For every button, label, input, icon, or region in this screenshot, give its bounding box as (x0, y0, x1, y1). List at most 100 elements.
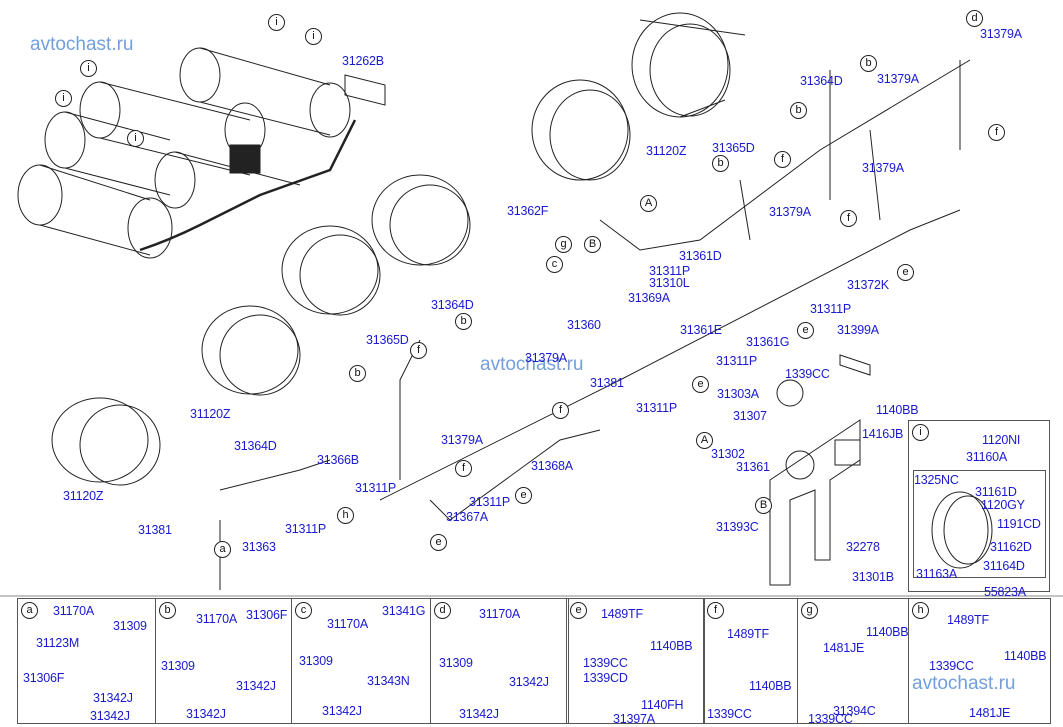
part-label[interactable]: 1481JE (823, 641, 865, 655)
ref-f[interactable]: f (774, 151, 791, 168)
part-label[interactable]: 1120GY (981, 498, 1025, 512)
part-label[interactable]: 31311P (469, 495, 510, 509)
ref-A[interactable]: A (696, 432, 713, 449)
part-label[interactable]: 31161D (975, 485, 1017, 499)
part-label[interactable]: 31394C (833, 704, 876, 718)
part-label[interactable]: 1339CC (707, 707, 752, 721)
ref-h[interactable]: h (337, 507, 354, 524)
part-label[interactable]: 1140BB (650, 639, 693, 653)
part-label[interactable]: 31366B (317, 453, 359, 467)
part-label[interactable]: 31306F (23, 671, 65, 685)
part-label[interactable]: 31170A (196, 612, 237, 626)
part-label[interactable]: 31306F (246, 608, 288, 622)
part-label[interactable]: 31310L (649, 276, 690, 290)
part-label[interactable]: 31379A (441, 433, 483, 447)
part-label[interactable]: 31381 (138, 523, 172, 537)
ref-a[interactable]: a (214, 541, 231, 558)
part-label[interactable]: 1140BB (1004, 649, 1047, 663)
part-label[interactable]: 1140FH (641, 698, 684, 712)
part-label[interactable]: 31301B (852, 570, 894, 584)
ref-e[interactable]: e (797, 322, 814, 339)
part-label[interactable]: 31309 (161, 659, 195, 673)
part-label[interactable]: 32278 (846, 540, 880, 554)
part-label[interactable]: 31311P (355, 481, 396, 495)
part-label[interactable]: 31365D (366, 333, 409, 347)
part-label[interactable]: 31170A (327, 617, 368, 631)
ref-h[interactable]: h (912, 602, 929, 619)
part-label[interactable]: 31343N (367, 674, 410, 688)
part-label[interactable]: 31120Z (63, 489, 104, 503)
ref-i[interactable]: i (268, 14, 285, 31)
part-label[interactable]: 31360 (567, 318, 601, 332)
part-label[interactable]: 31342J (186, 707, 226, 721)
ref-b[interactable]: b (712, 155, 729, 172)
ref-b[interactable]: b (860, 55, 877, 72)
part-label[interactable]: 31379A (877, 72, 919, 86)
part-label[interactable]: 31262B (342, 54, 384, 68)
ref-e[interactable]: e (430, 534, 447, 551)
part-label[interactable]: 1140BB (749, 679, 792, 693)
part-label[interactable]: 31311P (810, 302, 851, 316)
ref-i[interactable]: i (127, 130, 144, 147)
part-label[interactable]: 31163A (916, 567, 957, 581)
part-label[interactable]: 1325NC (914, 473, 959, 487)
part-label[interactable]: 31342J (509, 675, 549, 689)
ref-A[interactable]: A (640, 195, 657, 212)
part-label[interactable]: 1339CC (808, 712, 853, 726)
part-label[interactable]: 31164D (983, 559, 1025, 573)
part-label[interactable]: 31381 (590, 376, 624, 390)
part-label[interactable]: 31342J (322, 704, 362, 718)
part-label[interactable]: 31341G (382, 604, 426, 618)
part-label[interactable]: 31309 (439, 656, 473, 670)
part-label[interactable]: 1339CD (583, 671, 628, 685)
part-label[interactable]: 1489TF (727, 627, 769, 641)
part-label[interactable]: 1489TF (601, 607, 643, 621)
ref-f[interactable]: f (707, 602, 724, 619)
part-label[interactable]: 31372K (847, 278, 889, 292)
part-label[interactable]: 31170A (479, 607, 520, 621)
part-label[interactable]: 31170A (53, 604, 94, 618)
part-label[interactable]: 31120Z (646, 144, 687, 158)
part-label[interactable]: 31362F (507, 204, 549, 218)
part-label[interactable]: 1489TF (947, 613, 989, 627)
ref-B[interactable]: B (755, 497, 772, 514)
part-label[interactable]: 31368A (531, 459, 573, 473)
part-label[interactable]: 31364D (800, 74, 843, 88)
part-label[interactable]: 55823A (984, 585, 1026, 599)
part-label[interactable]: 31309 (113, 619, 147, 633)
ref-c[interactable]: c (295, 602, 312, 619)
part-label[interactable]: 31361 (736, 460, 770, 474)
part-label[interactable]: 31311P (636, 401, 677, 415)
ref-i[interactable]: i (80, 60, 97, 77)
part-label[interactable]: 1416JB (862, 427, 904, 441)
ref-e[interactable]: e (515, 487, 532, 504)
part-label[interactable]: 1140BB (866, 625, 909, 639)
part-label[interactable]: 31364D (234, 439, 277, 453)
ref-i[interactable]: i (305, 28, 322, 45)
ref-f[interactable]: f (840, 210, 857, 227)
part-label[interactable]: 31160A (966, 450, 1007, 464)
ref-a[interactable]: a (21, 602, 38, 619)
ref-b[interactable]: b (349, 365, 366, 382)
part-label[interactable]: 1339CC (583, 656, 628, 670)
part-label[interactable]: 31363 (242, 540, 276, 554)
ref-f[interactable]: f (552, 402, 569, 419)
part-label[interactable]: 31379A (525, 351, 567, 365)
part-label[interactable]: 31379A (862, 161, 904, 175)
ref-f[interactable]: f (410, 342, 427, 359)
part-label[interactable]: 1339CC (785, 367, 830, 381)
part-label[interactable]: 31303A (717, 387, 759, 401)
part-label[interactable]: 31361G (746, 335, 790, 349)
ref-i[interactable]: i (912, 424, 929, 441)
part-label[interactable]: 31302 (711, 447, 745, 461)
ref-d[interactable]: d (434, 602, 451, 619)
ref-g[interactable]: g (555, 236, 572, 253)
ref-B[interactable]: B (584, 236, 601, 253)
ref-f[interactable]: f (988, 124, 1005, 141)
part-label[interactable]: 31342J (236, 679, 276, 693)
ref-e[interactable]: e (570, 602, 587, 619)
ref-b[interactable]: b (159, 602, 176, 619)
part-label[interactable]: 1191CD (997, 517, 1041, 531)
ref-i[interactable]: i (55, 90, 72, 107)
part-label[interactable]: 31369A (628, 291, 670, 305)
